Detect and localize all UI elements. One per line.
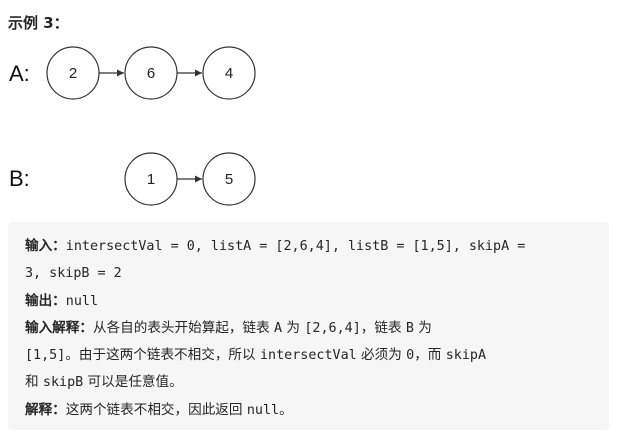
input-label: 输入： [25, 238, 66, 254]
explanation-line: 解释：这两个链表不相交，因此返回 null。 [25, 397, 595, 424]
ie-text-2d: 必须为 [356, 347, 407, 364]
input-explanation-label: 输入解释： [25, 319, 93, 336]
list-a-node-1-value: 2 [69, 65, 77, 82]
list-b-node-2-value: 5 [225, 171, 233, 188]
list-a-label: A: [9, 61, 30, 86]
input-explanation-line-2: [1,5]。由于这两个链表不相交，所以 intersectVal 必须为 0，而… [25, 342, 595, 369]
list-b-node-2 [202, 152, 256, 206]
ie-text-2e: 0 [406, 348, 415, 364]
ie-text-1d: [2,6,4] [304, 320, 361, 336]
ie-text-3b: skipB [42, 375, 84, 391]
list-a-node-3-value: 4 [225, 65, 233, 82]
ie-text-2a: [1,5] [25, 348, 66, 364]
output-line: 输出：null [25, 288, 595, 315]
ie-text-2c: intersectVal [259, 348, 357, 364]
ie-text-3c: 可以是任意值。 [83, 374, 183, 391]
ex-text-a: 这两个链表不相交，因此返回 [65, 401, 247, 418]
ie-text-2b: 。由于这两个链表不相交，所以 [65, 347, 260, 364]
input-value-part-1: intersectVal = 0, listA = [2,6,4], listB… [65, 239, 526, 254]
ex-text-b: null [246, 402, 280, 418]
ie-text-1g: 为 [413, 319, 432, 336]
input-explanation-line-3: 和 skipB 可以是任意值。 [25, 369, 595, 396]
ie-text-1f: B [405, 320, 414, 336]
ie-text-1a: 从各自的表头开始算起，链表 [92, 319, 275, 336]
ie-text-2f: ，而 [414, 347, 446, 364]
ie-text-1e: ，链表 [360, 319, 406, 336]
input-explanation-line-1: 输入解释：从各自的表头开始算起，链表 A 为 [2,6,4]，链表 B 为 [25, 315, 595, 342]
list-a-node-3 [202, 46, 256, 100]
ie-text-1b: A [274, 320, 283, 336]
ex-text-c: 。 [279, 401, 293, 418]
list-b-label: B: [9, 166, 30, 191]
explanation-label: 解释： [25, 401, 66, 418]
ie-text-3a: 和 [25, 374, 43, 391]
list-a-node-2-value: 6 [147, 65, 155, 82]
example-heading: 示例 3： [8, 14, 69, 32]
linked-lists-diagram: A: 2 6 4 B: 1 5 [9, 46, 256, 206]
output-label: 输出： [25, 292, 66, 309]
ie-text-1c: 为 [282, 319, 305, 336]
ie-text-2g: skipA [445, 348, 487, 364]
input-line-1: 输入：intersectVal = 0, listA = [2,6,4], li… [25, 233, 595, 260]
list-b-node-1-value: 1 [147, 171, 155, 188]
explanation-text: 输入：intersectVal = 0, listA = [2,6,4], li… [25, 233, 595, 424]
explanation-panel [8, 222, 609, 430]
output-value: null [65, 293, 99, 309]
input-value-part-2: 3, skipB = 2 [25, 266, 122, 282]
input-line-2: 3, skipB = 2 [25, 260, 595, 287]
